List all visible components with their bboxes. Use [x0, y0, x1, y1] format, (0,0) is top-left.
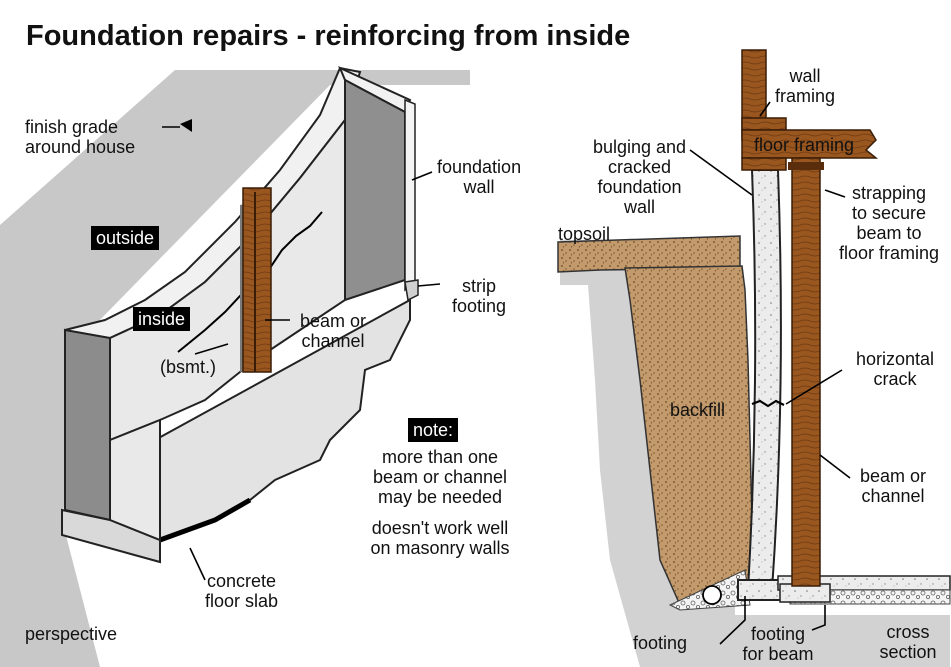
- finish-grade-surface: [0, 70, 470, 667]
- label-inside: inside: [133, 307, 191, 331]
- label-cross-section: cross section: [879, 622, 937, 662]
- perspective-view: [0, 66, 470, 667]
- label-strapping: strapping to secure beam to floor framin…: [838, 183, 940, 263]
- label-foundation-wall: foundation wall: [437, 157, 522, 197]
- label-perspective: perspective: [25, 624, 118, 644]
- label-concrete-slab: concrete floor slab: [205, 571, 279, 611]
- label-floor-framing: floor framing: [754, 135, 855, 155]
- beam-strap: [788, 162, 824, 170]
- perspective-leaders: [162, 126, 441, 581]
- label-bulging-wall: bulging and cracked foundation wall: [592, 137, 687, 217]
- wall-footing-left: [61, 508, 161, 564]
- section-leaders: [689, 101, 851, 645]
- drain-pipe: [702, 585, 722, 605]
- foundation-wall-lower: [109, 418, 161, 542]
- label-note-2: doesn't work well on masonry walls: [370, 518, 510, 558]
- label-strip-footing: strip footing: [452, 276, 507, 316]
- bulging-foundation-wall: [746, 169, 782, 591]
- label-backfill: backfill: [670, 400, 726, 420]
- return-wall-outer: [404, 98, 416, 292]
- label-wall-framing: wall framing: [775, 66, 836, 106]
- grade-band-right: [345, 70, 470, 80]
- sill-plate: [741, 117, 787, 131]
- return-wall: [344, 78, 406, 302]
- label-beam-section: beam or channel: [859, 466, 927, 506]
- label-bsmt: (bsmt.): [160, 357, 216, 377]
- label-outside: outside: [91, 226, 160, 250]
- label-topsoil: topsoil: [558, 224, 611, 244]
- diagram-title: Foundation repairs - reinforcing from in…: [26, 20, 631, 52]
- label-footing: footing: [633, 633, 688, 653]
- label-footing-for-beam: footing for beam: [742, 624, 814, 664]
- wall-end-section: [64, 328, 111, 522]
- label-note-1: more than one beam or channel may be nee…: [372, 447, 508, 507]
- label-note-tag: note:: [408, 418, 459, 442]
- slab-edge: [159, 497, 252, 543]
- horizontal-crack: [751, 399, 785, 408]
- floor-framing-bottom: [741, 157, 787, 171]
- strip-footing: [404, 279, 419, 302]
- label-finish-grade: finish grade around house: [25, 117, 136, 157]
- arrow-head: [180, 119, 192, 132]
- label-beam-perspective: beam or channel: [300, 311, 367, 351]
- steel-beam: [242, 187, 272, 373]
- reinforcing-beam: [791, 157, 821, 587]
- cross-section-view: [557, 49, 951, 667]
- label-horizontal-crack: horizontal crack: [855, 349, 935, 389]
